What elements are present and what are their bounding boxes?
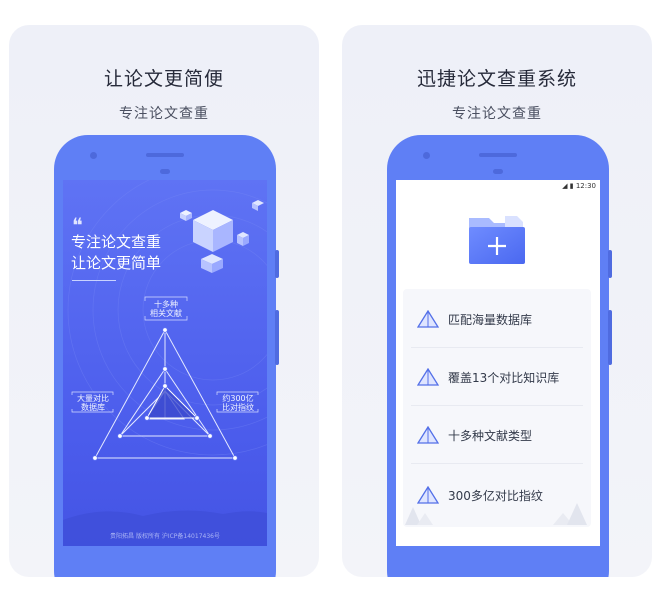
earpiece-speaker (479, 153, 517, 157)
label-line: 比对指纹 (222, 403, 254, 412)
feature-label: 覆盖13个对比知识库 (448, 371, 560, 385)
label-line: 约300亿 (222, 394, 254, 403)
headline-line: 专注论文查重 (71, 233, 162, 251)
radar-label-right: 约300亿 比对指纹 (215, 394, 261, 412)
headline-line: 让论文更简单 (71, 254, 162, 272)
list-item: 300多亿对比指纹 (403, 465, 591, 523)
proximity-sensor (493, 169, 503, 174)
label-line: 大量对比 (77, 394, 109, 403)
screen-footer: 贵阳拓昌 版权所有 沪ICP备14017436号 (110, 533, 220, 540)
promo-card-left: 让论文更简便 专注论文查重 (9, 25, 319, 577)
list-item: 覆盖13个对比知识库 (403, 347, 591, 405)
headline-underline (72, 280, 116, 281)
volume-button (275, 250, 279, 278)
list-divider (411, 347, 583, 348)
triangle-icon (417, 310, 439, 328)
list-item: 匹配海量数据库 (403, 289, 591, 347)
list-divider (411, 463, 583, 464)
promo-card-right: 迅捷论文查重系统 专注论文查重 ◢ ▮ 12:30 (342, 25, 652, 577)
cube-illustration (180, 200, 264, 273)
card-title: 让论文更简便 (103, 68, 224, 90)
front-camera (423, 152, 430, 159)
triangle-icon (417, 486, 439, 504)
signal-icon: ◢ (562, 182, 568, 190)
volume-button (608, 250, 612, 278)
feature-label: 十多种文献类型 (448, 429, 533, 443)
mountain-decoration (405, 503, 587, 525)
card-subtitle: 专注论文查重 (452, 106, 542, 122)
triangle-icon (417, 368, 439, 386)
front-camera (90, 152, 97, 159)
card-subtitle: 专注论文查重 (119, 106, 209, 122)
phone-mockup: ❝ 专注论文查重 让论文更简单 十多种 相关文献 大量对比 数据库 约300亿 … (54, 135, 279, 577)
label-line: 十多种 (154, 300, 178, 309)
phone-screen: ◢ ▮ 12:30 (396, 180, 600, 546)
quote-mark-icon: ❝ (72, 213, 83, 237)
proximity-sensor (160, 169, 170, 174)
add-folder-icon[interactable] (467, 214, 527, 266)
feature-label: 匹配海量数据库 (448, 313, 533, 327)
status-bar: ◢ ▮ 12:30 (562, 182, 596, 190)
radar-chart (63, 180, 267, 546)
label-line: 相关文献 (150, 309, 182, 318)
triangle-icon (417, 426, 439, 444)
list-divider (411, 405, 583, 406)
screen-headline: 专注论文查重 让论文更简单 (71, 232, 161, 274)
status-time: 12:30 (575, 182, 596, 190)
phone-mockup: ◢ ▮ 12:30 (387, 135, 612, 577)
radar-label-left: 大量对比 数据库 (70, 394, 116, 412)
card-title: 迅捷论文查重系统 (416, 68, 577, 90)
feature-list: 匹配海量数据库 覆盖13个对比知识库 十多种文献类型 (403, 289, 591, 527)
radar-label-top: 十多种 相关文献 (143, 300, 189, 318)
phone-screen: ❝ 专注论文查重 让论文更简单 十多种 相关文献 大量对比 数据库 约300亿 … (63, 180, 267, 546)
power-button (275, 310, 279, 365)
earpiece-speaker (146, 153, 184, 157)
battery-icon: ▮ (569, 182, 574, 190)
power-button (608, 310, 612, 365)
label-line: 数据库 (81, 403, 105, 412)
list-item: 十多种文献类型 (403, 405, 591, 463)
feature-label: 300多亿对比指纹 (448, 489, 543, 503)
